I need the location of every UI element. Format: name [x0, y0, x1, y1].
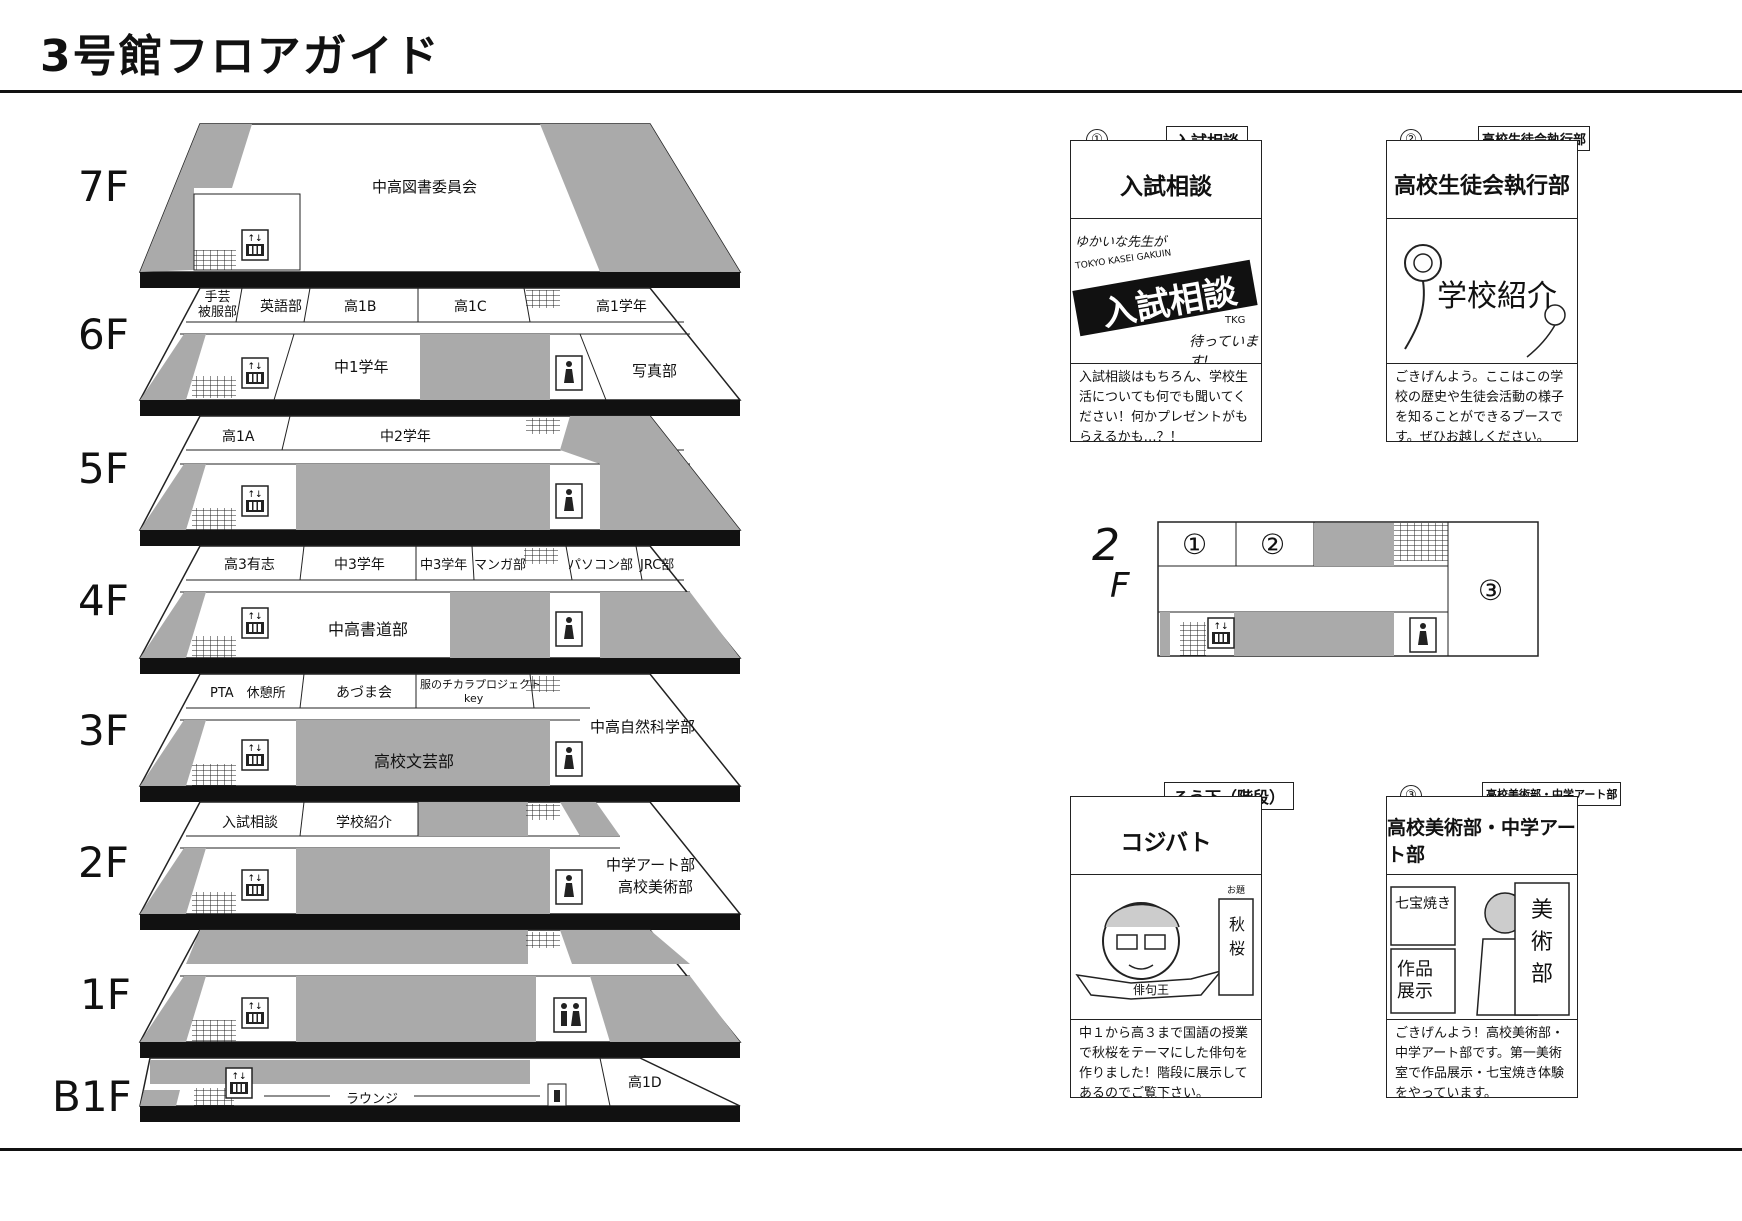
detail-marker-2: ②: [1260, 528, 1286, 561]
room-label: 中3学年: [420, 558, 468, 573]
card-description: 中１から高３まで国語の授業で秋桜をテーマにした俳句を作りました！階段に展示してあ…: [1079, 1026, 1249, 1101]
room-label: 高1B: [344, 299, 377, 315]
art-text: 入試相談: [1099, 271, 1241, 335]
art-text: 美術部: [1531, 898, 1554, 987]
room-label: 英語部: [260, 299, 302, 315]
floor-7f: [138, 123, 742, 288]
room-label: 高1C: [454, 299, 487, 315]
room-label: 中2学年: [380, 429, 431, 445]
card-description: 入試相談はもちろん、学校生活についても何でも聞いてください！何かプレゼントがもら…: [1079, 370, 1249, 445]
page-title: 3号館フロアガイド: [40, 31, 441, 82]
bottom-rule: [0, 1148, 1742, 1151]
room-label: key: [464, 692, 484, 705]
detail-marker-1: ①: [1182, 528, 1208, 561]
card-description: ごきげんよう！高校美術部・中学アート部です。第一美術室で作品展示・七宝焼き体験を…: [1395, 1026, 1565, 1101]
art-text: 作品展示: [1397, 959, 1433, 1002]
room-label: 高3有志: [224, 557, 275, 573]
detail-floor-number: 2: [1092, 520, 1120, 571]
top-rule: [0, 90, 1742, 93]
art-text: 俳句王: [1133, 983, 1170, 997]
floor-label-3f: 3F: [78, 706, 129, 755]
room-label: パソコン部: [568, 558, 634, 573]
art-text: 学校紹介: [1437, 279, 1557, 314]
rose-illustration: 学校紹介: [1387, 219, 1577, 364]
room-label: ラウンジ: [346, 1092, 399, 1107]
floor-2f-detail-map: [1157, 521, 1539, 657]
card-title: 入試相談: [1071, 141, 1261, 219]
floor-label-7f: 7F: [78, 162, 129, 211]
floor-label-2f: 2F: [78, 838, 129, 887]
card-title: 高校美術部・中学アート部: [1387, 797, 1577, 875]
floor-4f: [138, 545, 742, 674]
room-label: 高1学年: [596, 299, 647, 315]
art-text: 待っています!: [1189, 334, 1259, 364]
room-label: 服のチカラプロジェクト: [420, 678, 541, 691]
room-label: 高校文芸部: [374, 752, 455, 771]
room-label: 入試相談: [222, 815, 278, 831]
detail-floor-suffix: F: [1110, 566, 1130, 606]
floor-1f: [138, 929, 742, 1058]
art-text: 七宝焼き: [1395, 896, 1451, 912]
art-text: 秋桜: [1229, 915, 1246, 958]
floor-label-1f: 1F: [80, 970, 131, 1019]
room-label: 高校美術部: [618, 878, 694, 896]
floor-label-4f: 4F: [78, 576, 129, 625]
card-title: コジバト: [1071, 797, 1261, 875]
room-label: 中学アート部: [606, 856, 696, 874]
art-text: お題: [1227, 886, 1246, 896]
floor-5f: [138, 415, 742, 546]
art-club-illustration: 七宝焼き 作品展示 美術部: [1387, 875, 1577, 1020]
room-label: 中1学年: [334, 358, 389, 376]
room-label: 手芸 被服部: [198, 290, 238, 320]
room-label: あづま会: [336, 685, 392, 701]
art-text: TKG: [1225, 315, 1246, 326]
floor-b1f: [139, 1057, 741, 1122]
floor-2f: [138, 801, 742, 930]
entrance-consultation-illustration: ゆかいな先生が TOKYO KASEI GAKUIN 入試相談 TKG 待ってい…: [1071, 219, 1261, 364]
room-label: 学校紹介: [336, 815, 392, 831]
card-title: 高校生徒会執行部: [1387, 141, 1577, 219]
room-label: 中高図書委員会: [372, 178, 478, 196]
room-label: PTA 休憩所: [210, 686, 286, 701]
room-label: マンガ部: [474, 558, 527, 573]
floor-6f: [138, 287, 742, 416]
room-label: 中高書道部: [328, 620, 409, 639]
floor-3f: [138, 673, 742, 802]
room-label: 中高自然科学部: [590, 718, 696, 736]
haiku-illustration: お題 秋桜 俳句王: [1071, 875, 1261, 1020]
room-label: JRC部: [640, 558, 675, 573]
room-label: 高1A: [222, 429, 255, 445]
art-text: TOKYO KASEI GAKUIN: [1074, 248, 1172, 272]
room-label: 高1D: [628, 1075, 662, 1091]
detail-marker-3: ③: [1478, 574, 1504, 607]
floor-label-5f: 5F: [78, 444, 129, 493]
room-label: 中3学年: [334, 557, 385, 573]
room-label: 写真部: [632, 362, 678, 380]
floor-label-6f: 6F: [78, 310, 129, 359]
art-text: ゆかいな先生が: [1075, 235, 1167, 250]
card-description: ごきげんよう。ここはこの学校の歴史や生徒会活動の様子を知ることができるブースです…: [1395, 370, 1565, 445]
floor-label-b1f: B1F: [52, 1072, 132, 1121]
